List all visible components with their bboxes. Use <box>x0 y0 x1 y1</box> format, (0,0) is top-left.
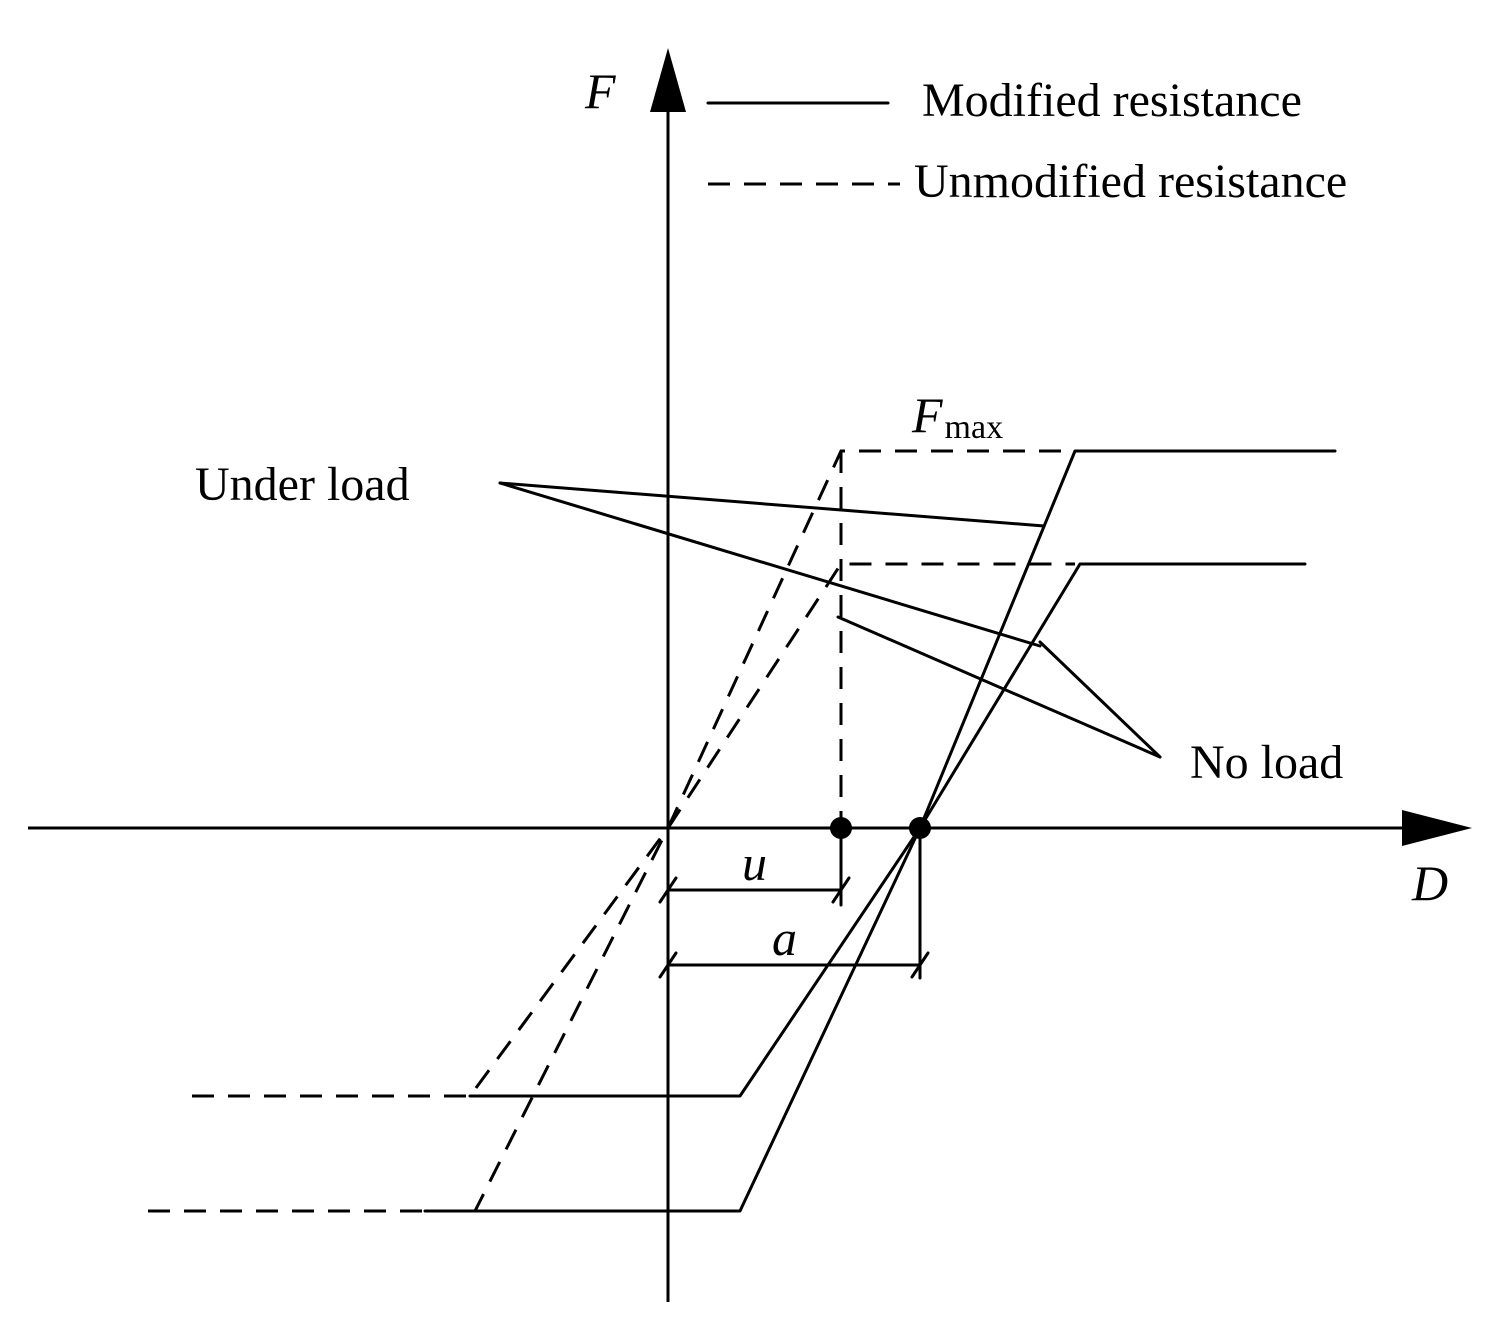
under-load-label: Under load <box>195 458 410 511</box>
modified-no-load-curve <box>423 562 1307 1213</box>
dimension-u: u <box>658 826 851 907</box>
x-axis-arrowhead <box>1402 810 1472 846</box>
dimension-a-tick-left <box>658 951 678 979</box>
legend: Modified resistance Unmodified resistanc… <box>706 74 1347 208</box>
under-load-leader-2 <box>498 481 1042 648</box>
dimension-u-tick-right <box>831 876 851 904</box>
under-load-callout: Under load <box>195 458 1046 648</box>
unmodified-no-load-curve <box>148 562 1075 1213</box>
no-load-callout: No load <box>836 615 1343 789</box>
fmax-label: Fmax <box>911 387 1003 446</box>
legend-modified-label: Modified resistance <box>922 74 1302 127</box>
no-load-leader-1 <box>1038 640 1162 759</box>
dimension-u-label: u <box>742 835 767 891</box>
unmodified-under-load-curve <box>192 449 1132 1098</box>
dimension-a-label: a <box>772 910 797 966</box>
fmax-subscript: max <box>945 409 1004 446</box>
y-axis-arrowhead <box>650 48 686 112</box>
no-load-leader-2 <box>836 615 1162 759</box>
legend-unmodified-label: Unmodified resistance <box>914 155 1347 208</box>
dimension-a: a <box>658 826 930 980</box>
no-load-label: No load <box>1190 736 1343 789</box>
dimension-a-tick-right <box>910 951 930 979</box>
unmodified-curves <box>148 449 1132 1213</box>
fmax-main: F <box>911 387 943 443</box>
x-axis-label: D <box>1411 855 1448 911</box>
axes <box>28 48 1472 1302</box>
modified-curves <box>423 449 1337 1213</box>
dimension-u-tick-left <box>658 876 678 904</box>
under-load-leader-1 <box>498 481 1046 528</box>
y-axis-label: F <box>584 63 616 119</box>
